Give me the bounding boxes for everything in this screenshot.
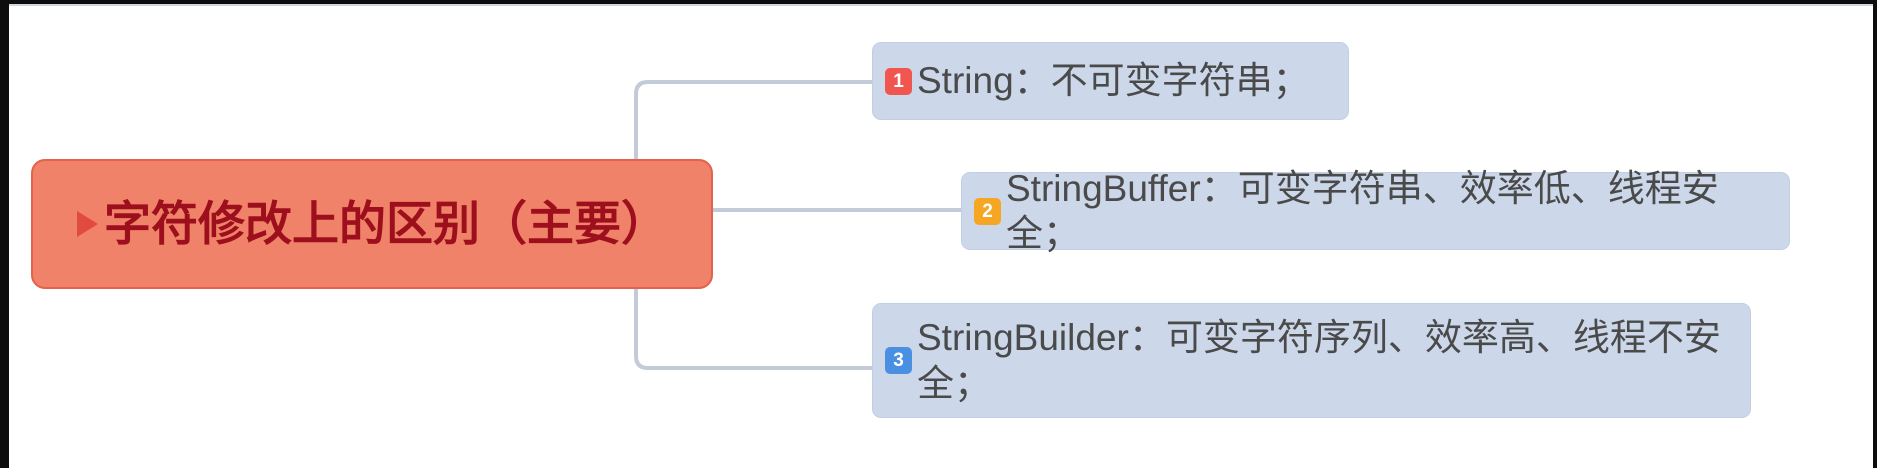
triangle-right-icon — [77, 211, 98, 237]
child-node-3-label-line-2: 全； — [917, 362, 991, 404]
child-node-1-label: String：不可变字符串； — [917, 60, 1310, 102]
badge-2-wrap: 2 — [974, 197, 1006, 225]
child-node-3-text-block: StringBuilder：可变字符序列、效率高、线程不安 全； — [917, 315, 1721, 405]
badge-1-wrap: 1 — [885, 67, 917, 95]
window-edge-left — [0, 0, 9, 468]
root-node[interactable]: 字符修改上的区别（主要） — [31, 159, 713, 289]
child-node-2[interactable]: 2 StringBuffer：可变字符串、效率低、线程安全； — [961, 168, 1790, 254]
connector-svg-2 — [711, 208, 965, 212]
root-node-label: 字符修改上的区别（主要） — [104, 197, 668, 251]
window-edge-top — [9, 0, 1873, 4]
number-badge-1: 1 — [885, 67, 912, 95]
child-node-3[interactable]: 3 StringBuilder：可变字符序列、效率高、线程不安 全； — [872, 303, 1751, 418]
child-node-1[interactable]: 1 String：不可变字符串； — [872, 42, 1349, 120]
badge-3-wrap: 3 — [885, 347, 917, 374]
window-edge-top-hairline — [9, 4, 1873, 6]
child-node-2-label: StringBuffer：可变字符串、效率低、线程安全； — [1006, 167, 1719, 254]
child-node-3-label-line-1: StringBuilder：可变字符序列、效率高、线程不安 — [917, 317, 1721, 359]
number-badge-3: 3 — [885, 347, 912, 374]
number-badge-2: 2 — [974, 197, 1001, 225]
window-edge-right — [1873, 0, 1877, 468]
connector-branch-2-wrap — [711, 206, 967, 214]
